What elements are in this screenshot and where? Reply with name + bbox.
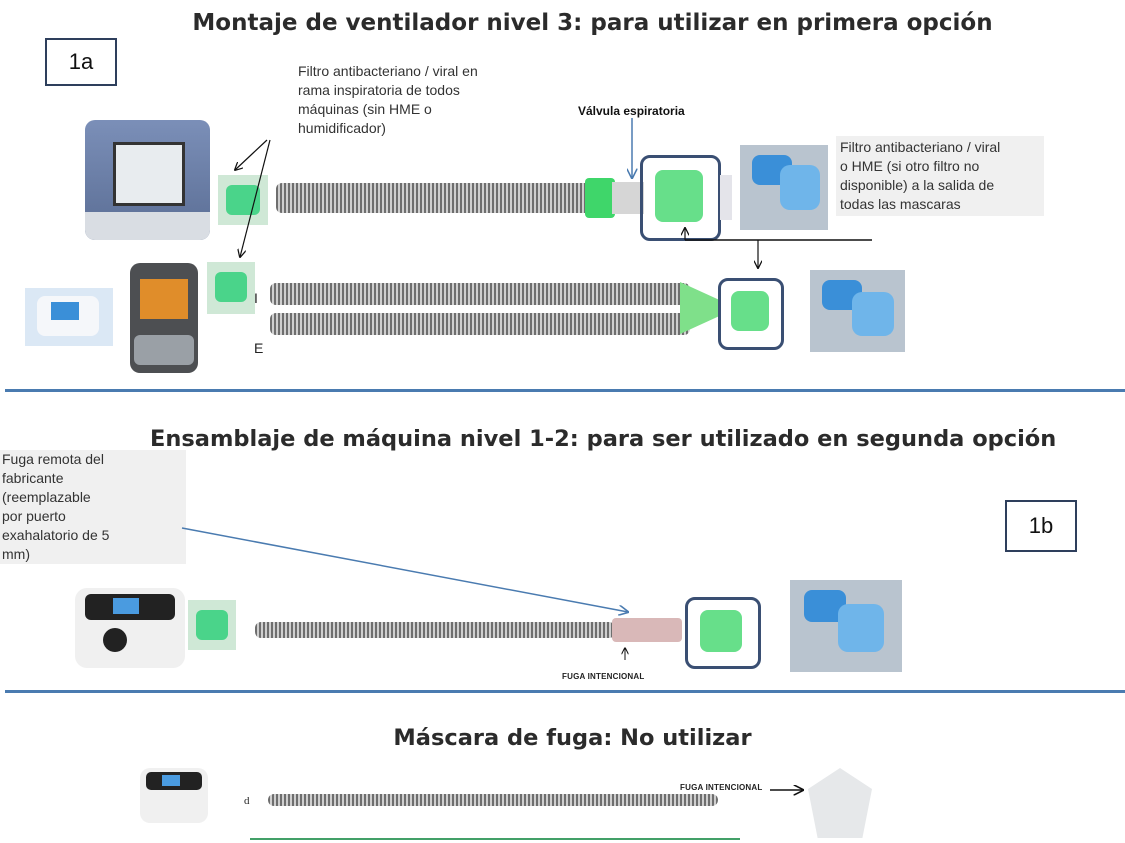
note-line: o HME (si otro filtro no <box>840 158 980 174</box>
section-divider-1 <box>5 389 1125 392</box>
section1-tag: 1a <box>68 49 94 74</box>
filter-body <box>731 291 769 331</box>
note-line: Filtro antibacteriano / viral en <box>298 63 478 79</box>
green-connector <box>585 178 615 218</box>
note-line: máquinas (sin HME o <box>298 101 432 117</box>
section2-tag-box: 1b <box>1005 500 1077 552</box>
intentional-leak-label: FUGA INTENCIONAL <box>562 666 644 684</box>
ventilator-screen <box>113 142 185 206</box>
expiratory-filter-highlight <box>640 155 721 241</box>
green-underline <box>250 838 740 840</box>
leak-label-text: FUGA INTENCIONAL <box>680 783 763 792</box>
mask-part <box>838 604 884 652</box>
section1-title: Montaje de ventilador nivel 3: para util… <box>192 10 993 36</box>
note-line: exahalatorio de 5 <box>2 527 110 543</box>
section1-tag-box: 1a <box>45 38 117 86</box>
connector-tube <box>720 175 732 220</box>
device-screen <box>113 598 139 614</box>
device-screen <box>51 302 79 320</box>
section2-title: Ensamblaje de máquina nivel 1-2: para se… <box>150 426 1057 452</box>
expiratory-valve <box>612 182 644 214</box>
mask-image-section2 <box>790 580 902 672</box>
note-line: mm) <box>2 546 30 562</box>
device-screen <box>162 775 180 786</box>
cpap-machine-image-2 <box>140 768 208 823</box>
leak-label-text: FUGA INTENCIONAL <box>562 672 645 681</box>
device-base <box>134 335 194 365</box>
note-line: (reemplazable <box>2 489 91 505</box>
inspiratory-filter-image-3 <box>188 600 236 650</box>
expiratory-label: E <box>254 340 264 356</box>
note-line: humidificador) <box>298 120 386 136</box>
section3-title: Máscara de fuga: No utilizar <box>393 725 752 751</box>
note-line: Fuga remota del <box>2 451 104 467</box>
section2-remote-leak-note: Fuga remota del fabricante (reemplazable… <box>0 450 186 564</box>
section-divider-2 <box>5 690 1125 693</box>
arrow-to-filter-top <box>235 139 268 170</box>
inspiratory-filter-image-2 <box>207 262 255 314</box>
ventilator-level3-image <box>85 120 210 240</box>
ventilator-compact-image <box>25 288 113 346</box>
intentional-leak-port <box>612 618 682 642</box>
section1-inspiratory-filter-note: Filtro antibacteriano / viral en rama in… <box>298 62 548 138</box>
circuit-hose-inspiratory <box>270 283 690 305</box>
note-line: disponible) a la salida de <box>840 177 995 193</box>
circuit-hose-expiratory <box>270 313 690 335</box>
mask-part <box>852 292 894 336</box>
note-line: por puerto <box>2 508 66 524</box>
inspiratory-filter-image <box>218 175 268 225</box>
circuit-hose-leak-mask <box>268 794 718 806</box>
ventilator-portable-image <box>130 263 198 373</box>
section1-mask-filter-note: Filtro antibacteriano / viral o HME (si … <box>836 136 1044 216</box>
filter-body <box>655 170 703 222</box>
mask-part <box>780 165 820 210</box>
letter-d: d <box>244 795 250 807</box>
circuit-hose-top <box>276 183 606 213</box>
arrow-to-remote-leak <box>181 527 628 612</box>
expiratory-valve-label: Válvula espiratoria <box>578 104 685 118</box>
filter-body <box>196 610 228 640</box>
note-line: todas las mascaras <box>840 196 961 212</box>
arrow-to-filter-bottom <box>240 139 271 257</box>
cpap-machine-image <box>75 588 185 668</box>
section2-tag: 1b <box>1028 513 1054 538</box>
filter-body <box>700 610 742 652</box>
circuit-hose-single <box>255 622 615 638</box>
inspiratory-label: I <box>254 290 258 306</box>
ventilator-base <box>85 212 210 240</box>
device-outlet <box>103 628 127 652</box>
note-line: Filtro antibacteriano / viral <box>840 139 1001 155</box>
mask-image-bottom <box>810 270 905 352</box>
filter-body <box>215 272 247 302</box>
filter-highlight-section2 <box>685 597 761 669</box>
intentional-leak-label-2: FUGA INTENCIONAL <box>680 777 762 795</box>
expiratory-filter-highlight-2 <box>718 278 784 350</box>
note-line: fabricante <box>2 470 64 486</box>
device-screen <box>140 279 188 319</box>
mask-image-top <box>740 145 828 230</box>
note-line: rama inspiratoria de todos <box>298 82 460 98</box>
